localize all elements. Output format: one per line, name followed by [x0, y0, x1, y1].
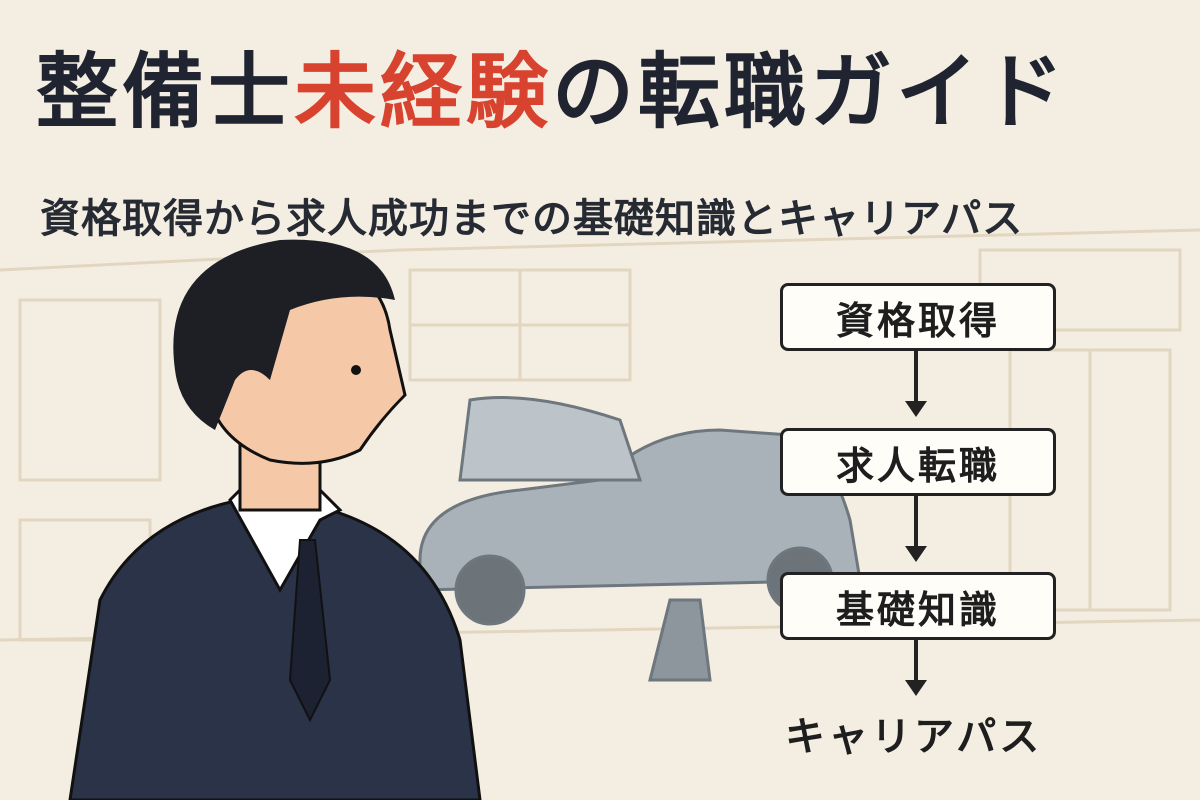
title-part-1: 整備士 [36, 45, 295, 140]
arrow-down-icon [905, 496, 927, 562]
subtitle: 資格取得から求人成功までの基礎知識とキャリアパス [40, 196, 1024, 242]
flow-step-job-change: 求人転職 [780, 428, 1056, 496]
flow-step-qualification: 資格取得 [780, 283, 1056, 351]
flow-final-career-path: キャリアパス [785, 714, 1043, 760]
arrow-down-icon [905, 351, 927, 417]
person-illustration [68, 239, 482, 800]
title-part-2: の転職ガイド [552, 45, 1069, 140]
arrow-down-icon [905, 640, 927, 696]
flow-step-basic-knowledge: 基礎知識 [780, 572, 1056, 640]
title-highlight: 未経験 [294, 45, 553, 140]
page-title: 整備士未経験の転職ガイド [36, 52, 1068, 134]
